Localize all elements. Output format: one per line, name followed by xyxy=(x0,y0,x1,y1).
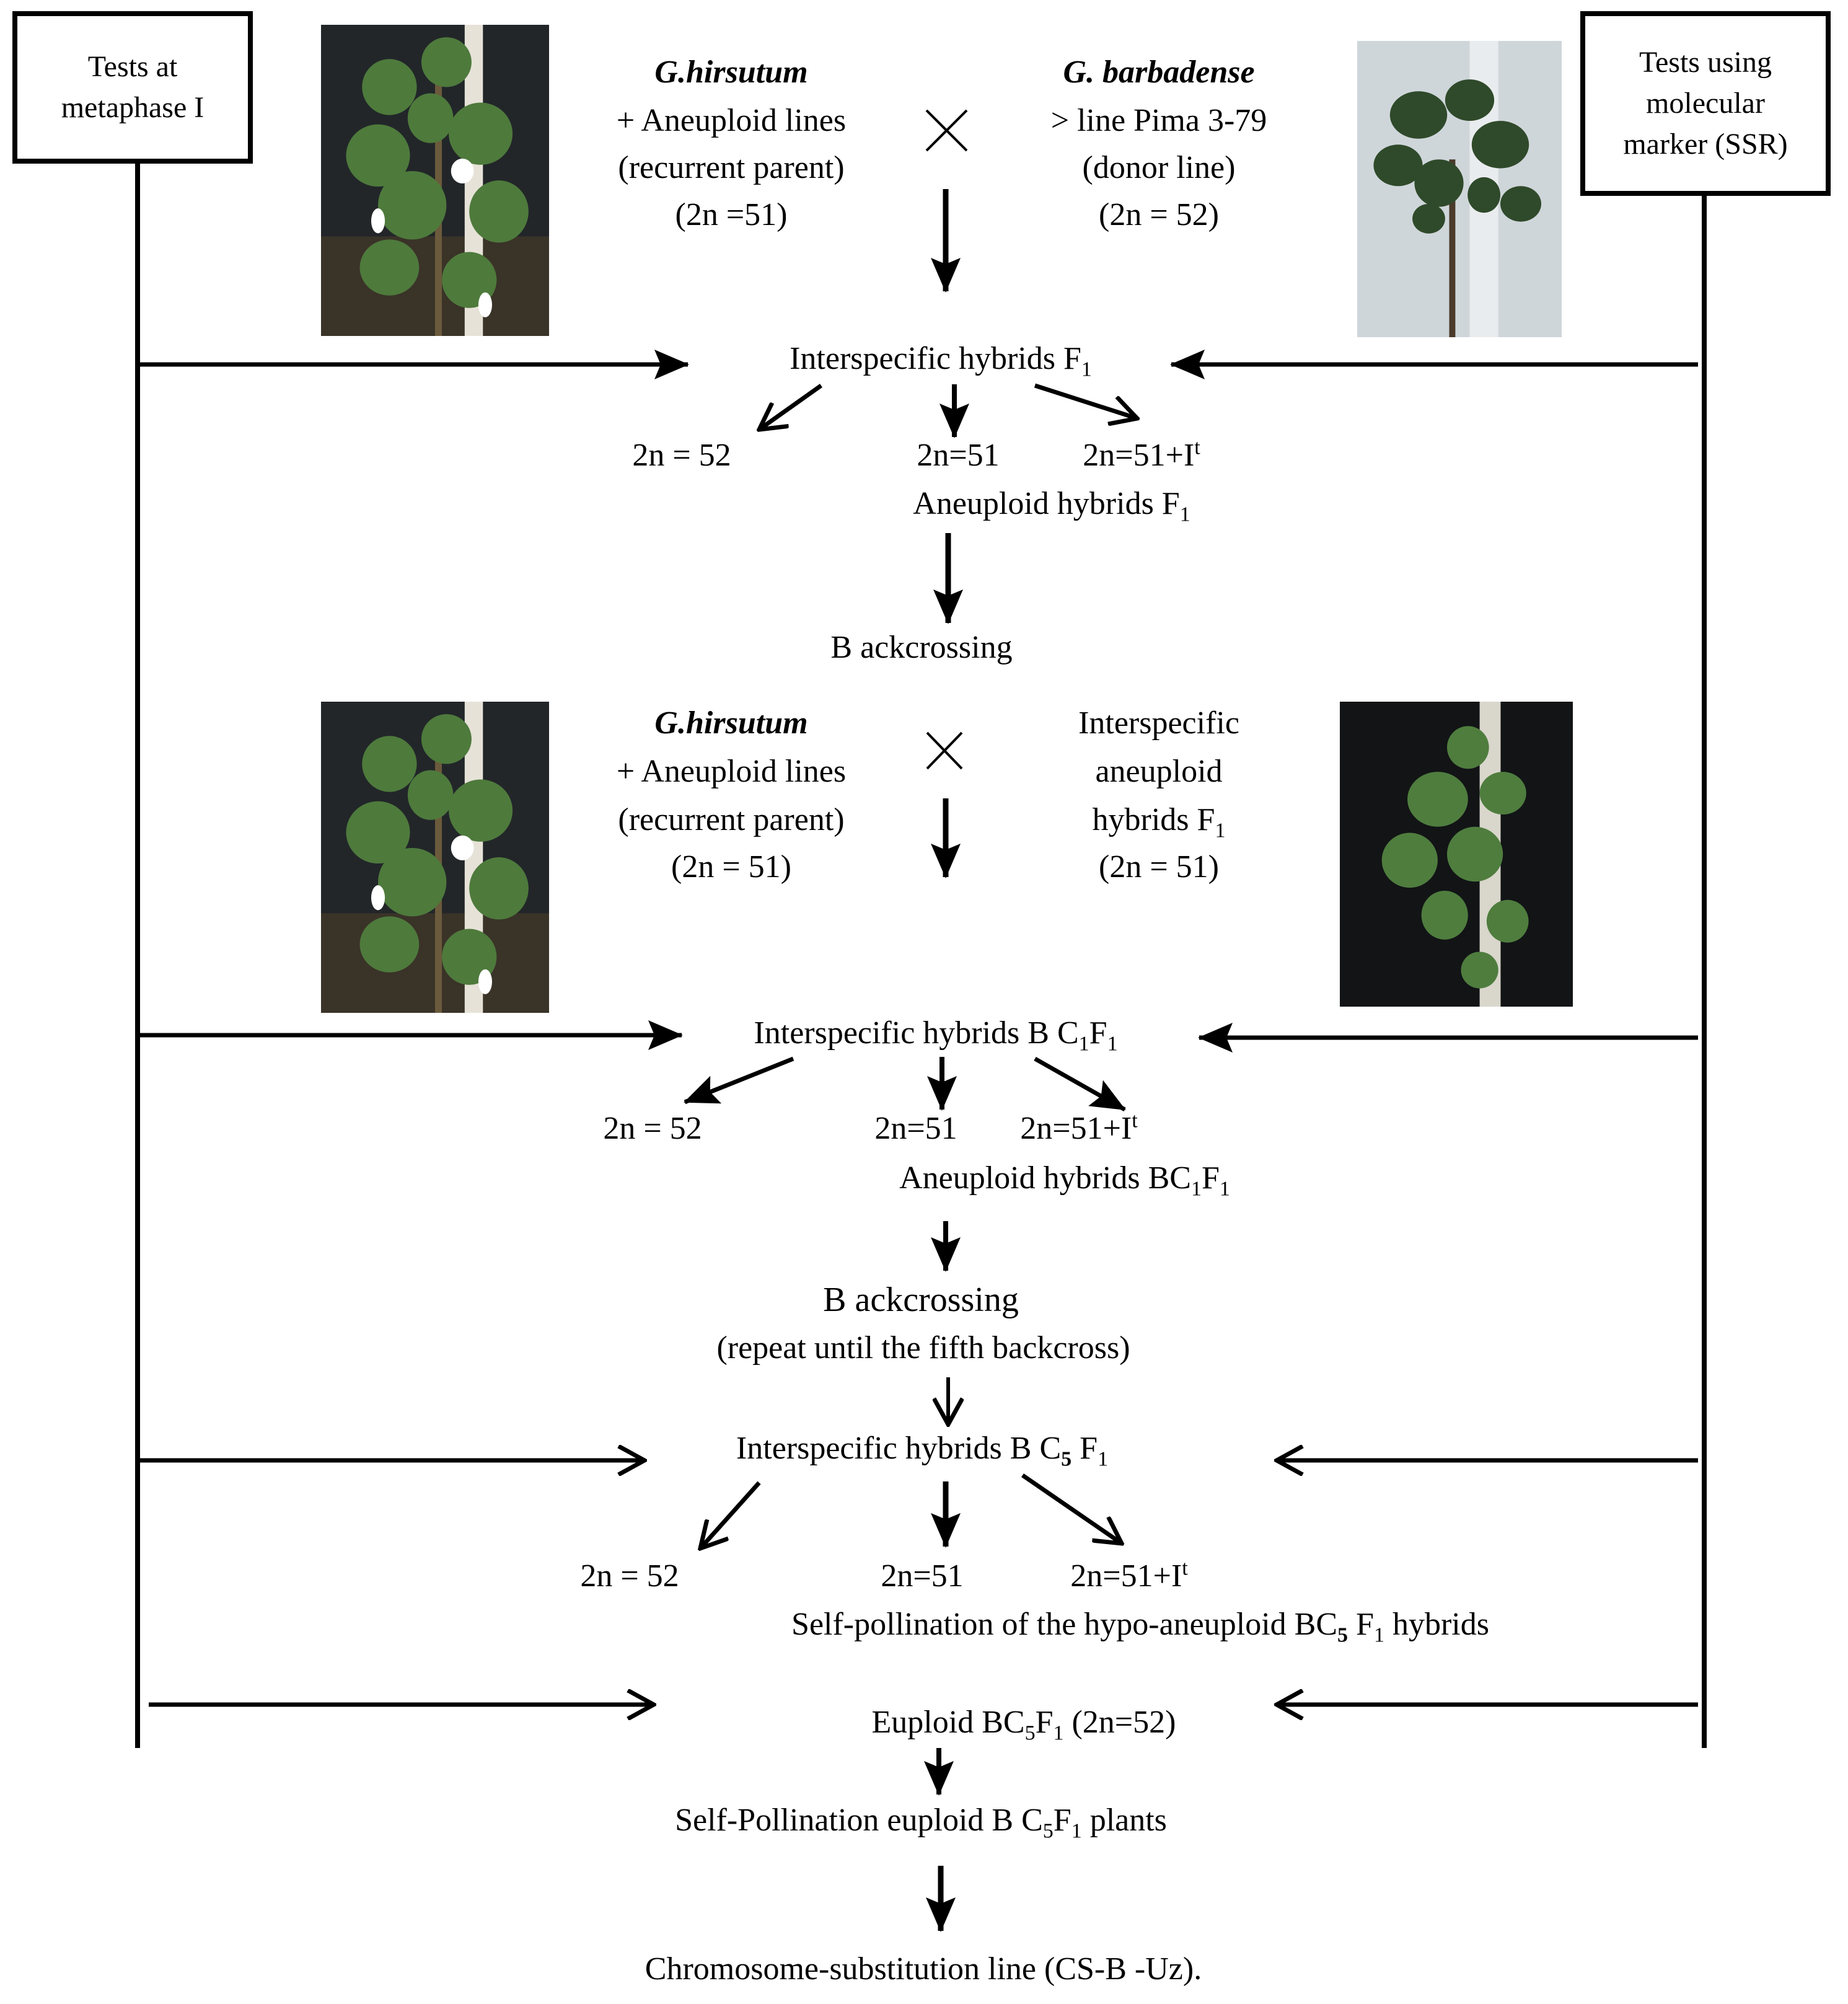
f1-title-sub: 1 xyxy=(1081,358,1092,381)
bc5-title: Interspecific hybrids B C5 F1 xyxy=(736,1424,1108,1473)
bc5-self-poll-end: hybrids xyxy=(1384,1607,1489,1642)
bc5-self-poll-text: Self-pollination of the hypo-aneuploid B… xyxy=(791,1607,1338,1642)
cross-symbol-1b xyxy=(925,109,968,152)
ssr-box-line1: Tests using xyxy=(1639,46,1772,79)
self-euploid-sub2: 1 xyxy=(1071,1819,1082,1843)
ssr-box-line2: molecular xyxy=(1646,87,1765,120)
euploid-c: (2n=52) xyxy=(1063,1705,1176,1740)
bc1-title-text: Interspecific hybrids B C xyxy=(754,1015,1079,1051)
euploid-label: Euploid BC5F1 (2n=52) xyxy=(872,1698,1176,1747)
f1-title-text: Interspecific hybrids F xyxy=(790,341,1081,376)
cross1-right-name: G. barbadense xyxy=(1063,55,1255,90)
bc1-title-sub2: 1 xyxy=(1107,1032,1118,1056)
bc1-out-left: 2n = 52 xyxy=(603,1111,702,1146)
cross1-left-line1: + Aneuploid lines xyxy=(616,103,847,138)
cotton-plant-photo xyxy=(321,702,549,1013)
bc5-self-poll-sub1: 5 xyxy=(1337,1623,1349,1647)
cotton-plant-photo xyxy=(1357,41,1562,337)
bc5-self-poll-mid: F xyxy=(1348,1607,1374,1642)
f1-out-right: 2n=51+It xyxy=(1083,431,1200,480)
bc1-title-mid: F xyxy=(1089,1015,1107,1051)
cross2-right-line2: aneuploid xyxy=(1095,754,1223,789)
cross2-left-line2: (recurrent parent) xyxy=(618,802,845,837)
arrow-f1-right xyxy=(1034,383,1137,418)
bc1-out-right-text: 2n=51+I xyxy=(1020,1111,1132,1146)
euploid-sub1: 5 xyxy=(1024,1721,1036,1745)
cotton-plant-photo xyxy=(321,25,549,336)
cross1-left-line2: (recurrent parent) xyxy=(618,150,845,185)
cross1-right-line1: > line Pima 3-79 xyxy=(1050,103,1267,138)
cross-symbol-2b xyxy=(926,731,963,770)
ssr-box-line3: marker (SSR) xyxy=(1623,128,1788,161)
cross1-left-name: G.hirsutum xyxy=(654,55,808,90)
f1-aneuploid-sub: 1 xyxy=(1179,503,1190,526)
cotton-plant-photo xyxy=(1340,702,1573,1007)
cross1-left-line3: (2n =51) xyxy=(675,197,788,232)
bc1-title-sub1: 1 xyxy=(1078,1032,1089,1056)
self-euploid-a: Self-Pollination euploid B C xyxy=(675,1803,1043,1838)
bc5-self-pollination: Self-pollination of the hypo-aneuploid B… xyxy=(791,1600,1489,1649)
bc5-title-text: Interspecific hybrids B C xyxy=(736,1431,1062,1466)
bc1-aneuploid-mid: F xyxy=(1201,1160,1220,1196)
euploid-a: Euploid BC xyxy=(871,1705,1025,1740)
self-euploid-sub1: 5 xyxy=(1042,1819,1054,1843)
backcross1-label: B ackcrossing xyxy=(830,630,1013,665)
self-euploid-b: F xyxy=(1053,1803,1071,1838)
euploid-sub2: 1 xyxy=(1053,1721,1064,1745)
cross2-left-name: G.hirsutum xyxy=(654,705,808,741)
arrow-bc1-right xyxy=(1034,1056,1126,1112)
arrow-bc1-left xyxy=(684,1056,794,1105)
backcross2-label: B ackcrossing xyxy=(823,1281,1019,1319)
cross2-left-line1: + Aneuploid lines xyxy=(616,754,847,789)
f1-aneuploid-text: Aneuploid hybrids F xyxy=(913,486,1180,521)
bc1-aneuploid: Aneuploid hybrids BC1F1 xyxy=(899,1154,1230,1203)
cross2-right-line3-sub: 1 xyxy=(1215,819,1226,842)
f1-out-right-sup: t xyxy=(1194,436,1200,459)
arrow-bc5-right xyxy=(1021,1473,1122,1543)
bc5-self-poll-sub2: 1 xyxy=(1373,1623,1384,1647)
arrow-bc5-left xyxy=(700,1481,761,1548)
bc5-out-left: 2n = 52 xyxy=(580,1558,679,1594)
bc5-title-sub2: 1 xyxy=(1098,1447,1109,1471)
arrow-f1-left xyxy=(759,384,823,430)
bc5-out-mid: 2n=51 xyxy=(881,1558,964,1594)
cross2-right-line4: (2n = 51) xyxy=(1099,849,1219,885)
metaphase-box-line2: metaphase I xyxy=(61,91,205,124)
cross1-right-line2: (donor line) xyxy=(1082,150,1236,185)
f1-out-left: 2n = 52 xyxy=(632,438,731,473)
metaphase-box-line1: Tests at xyxy=(87,50,178,83)
cross1-right-line3: (2n = 52) xyxy=(1099,197,1219,232)
bc5-title-mid: F xyxy=(1071,1431,1098,1466)
cross2-right-line1: Interspecific xyxy=(1078,705,1239,741)
bc5-out-right-text: 2n=51+I xyxy=(1070,1558,1182,1594)
euploid-b: F xyxy=(1035,1705,1054,1740)
metaphase-tests-box: Tests at metaphase I xyxy=(12,11,253,164)
bc1-out-mid: 2n=51 xyxy=(874,1111,957,1146)
cross2-right-line3: hybrids F1 xyxy=(1093,796,1226,844)
bc5-out-right-sup: t xyxy=(1182,1556,1188,1580)
cross2-left-line3: (2n = 51) xyxy=(671,849,791,885)
bc1-title: Interspecific hybrids B C1F1 xyxy=(754,1009,1117,1057)
bc1-out-right: 2n=51+It xyxy=(1020,1105,1137,1153)
f1-out-mid: 2n=51 xyxy=(917,438,1000,473)
self-euploid-label: Self-Pollination euploid B C5F1 plants xyxy=(675,1796,1167,1845)
f1-title: Interspecific hybrids F1 xyxy=(790,335,1092,383)
f1-out-right-text: 2n=51+I xyxy=(1083,438,1195,473)
bc5-out-right: 2n=51+It xyxy=(1070,1552,1187,1600)
self-euploid-c: plants xyxy=(1081,1803,1167,1838)
f1-aneuploid: Aneuploid hybrids F1 xyxy=(913,480,1190,528)
ssr-tests-box: Tests using molecular marker (SSR) xyxy=(1580,11,1831,196)
bc5-title-sub1: 5 xyxy=(1061,1447,1072,1471)
final-line-label: Chromosome-substitution line (CS-B -Uz). xyxy=(645,1951,1202,1987)
bc1-aneuploid-text: Aneuploid hybrids BC xyxy=(899,1160,1191,1196)
bc1-aneuploid-sub1: 1 xyxy=(1190,1177,1202,1201)
bc1-out-right-sup: t xyxy=(1132,1109,1138,1132)
bc1-aneuploid-sub2: 1 xyxy=(1219,1177,1230,1201)
cross2-right-line3-text: hybrids F xyxy=(1092,802,1215,837)
backcross2-note: (repeat until the fifth backcross) xyxy=(716,1330,1130,1366)
